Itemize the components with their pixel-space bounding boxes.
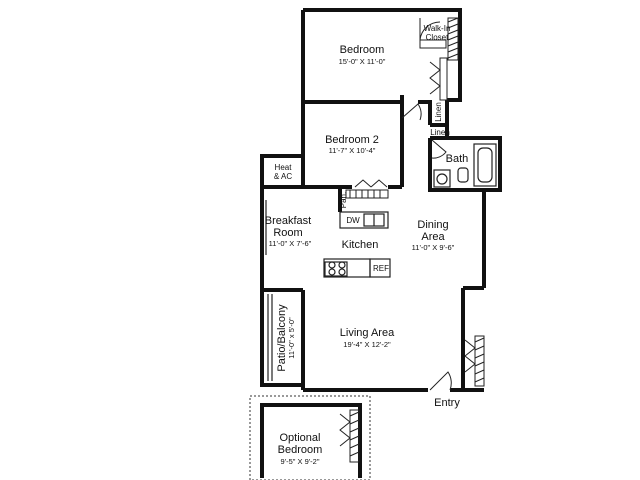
- linen-upper-label: Linen: [434, 102, 443, 122]
- bath-label: Bath: [446, 153, 469, 165]
- bedroom-closet: [429, 57, 448, 101]
- bedroom2-label: Bedroom 2: [325, 134, 379, 146]
- breakfast-label-1: Breakfast: [265, 215, 311, 227]
- bath-fixtures: [433, 143, 497, 188]
- exterior-walls: [260, 8, 502, 392]
- doors: [401, 18, 452, 391]
- walk-in-closet-label-2: Closet: [426, 33, 449, 42]
- heat-ac-label-1: Heat: [275, 163, 293, 172]
- dining-label-1: Dining: [417, 219, 448, 231]
- bedroom-label: Bedroom: [340, 44, 385, 56]
- optional-bedroom-outline: [249, 395, 371, 480]
- kitchen-fixtures: [323, 211, 391, 278]
- living-dims: 19'-4" X 12'-2": [343, 340, 391, 349]
- dining-dims: 11'-0" X 9'-6": [412, 243, 455, 252]
- walk-in-closet-label-1: Walk-In: [424, 24, 451, 33]
- bedroom-dims: 15'-0" X 11'-0": [339, 57, 386, 66]
- kitchen-label: Kitchen: [342, 239, 379, 251]
- optional-bedroom-dims: 9'-5" X 9'-2": [280, 457, 319, 466]
- patio-label: Patio/Balcony: [276, 304, 288, 372]
- optional-bedroom-label-2: Bedroom: [278, 444, 323, 456]
- patio-railing: [267, 294, 273, 381]
- bedroom2-closet: [345, 179, 389, 199]
- heat-ac-label-2: & AC: [274, 172, 292, 181]
- dw-label: DW: [346, 216, 360, 225]
- ref-label: REF: [373, 264, 389, 273]
- linen-lower-label: Linen: [430, 128, 450, 137]
- breakfast-dims: 11'-0" X 7'-6": [269, 239, 312, 248]
- dining-label-2: Area: [421, 231, 445, 243]
- entry-closet: [464, 335, 485, 387]
- bedroom2-dims: 11'-7" X 10'-4": [329, 146, 376, 155]
- living-label: Living Area: [340, 327, 395, 339]
- optional-bedroom-label-1: Optional: [280, 432, 321, 444]
- walk-in-closet-shelving: [419, 17, 459, 61]
- patio-dims: 11'-0" x 5'-0": [287, 317, 296, 359]
- pantry-label: Pan.: [339, 192, 348, 208]
- entry-label: Entry: [434, 397, 460, 409]
- breakfast-label-2: Room: [273, 227, 302, 239]
